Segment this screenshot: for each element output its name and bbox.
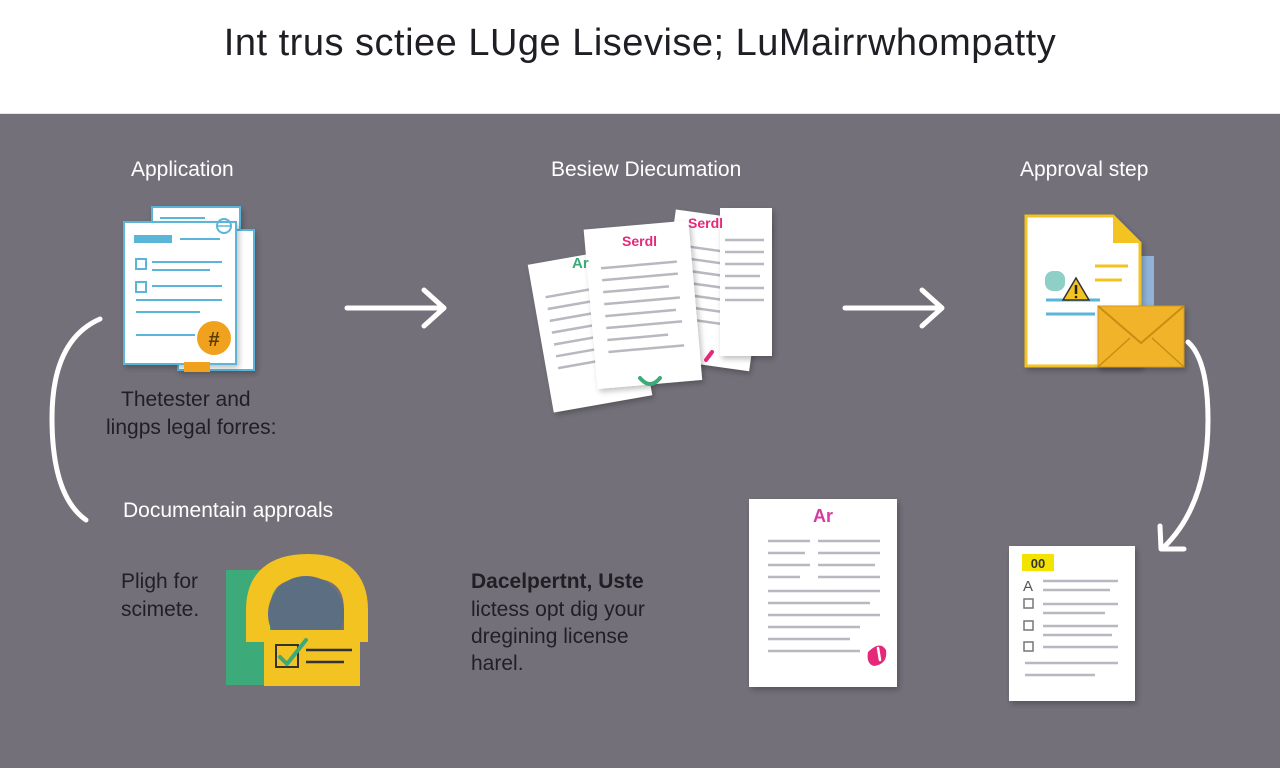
lock-approval-icon [226, 553, 368, 686]
review-documents-icon: Serdl Serdl Ar [527, 208, 772, 413]
checklist-badge: 00 [1031, 556, 1045, 571]
caption-dacel-line2: dregining license [471, 625, 629, 648]
page-title: Int trus sctiee LUge Lisevise; LuMairrwh… [223, 22, 1057, 64]
hash-badge: # [208, 329, 219, 351]
caption-dacel-line3: harel. [471, 652, 524, 675]
caption-left-line1: Thetester and [121, 388, 251, 411]
caption-documentation: Documentain approals [123, 499, 334, 522]
application-documents-icon: # [123, 206, 255, 372]
caption-pligh-line1: Pligh for [121, 570, 199, 593]
serial-label-a: Serdl [622, 233, 657, 249]
arrow-right-icon [344, 287, 447, 329]
check-icon [278, 638, 308, 666]
ar-label-small: Ar [572, 255, 589, 272]
step-label-review: Besiew Diecumation [551, 158, 742, 181]
envelope-icon [1097, 305, 1185, 368]
serial-label-b: Serdl [688, 215, 723, 231]
checklist-document-icon: 00 A [1009, 546, 1135, 701]
ar-document-icon: Ar [749, 499, 897, 687]
caption-dacel-line1: lictess opt dig your [471, 598, 645, 621]
step-label-approval: Approval step [1020, 158, 1149, 181]
caption-left-line2: lingps legal forres: [106, 416, 277, 439]
return-curve-left [49, 316, 103, 523]
checklist-letter: A [1023, 578, 1033, 595]
caption-pligh-line2: scimete. [121, 598, 200, 621]
step-label-application: Application [131, 158, 234, 181]
ar-label-big: Ar [813, 506, 833, 526]
caption-dacel-heading: Dacelpertnt, Uste [471, 570, 644, 593]
arrow-right-icon [842, 287, 945, 329]
header: Int trus sctiee LUge Lisevise; LuMairrwh… [0, 0, 1280, 114]
curve-arrow-right [1157, 339, 1211, 552]
